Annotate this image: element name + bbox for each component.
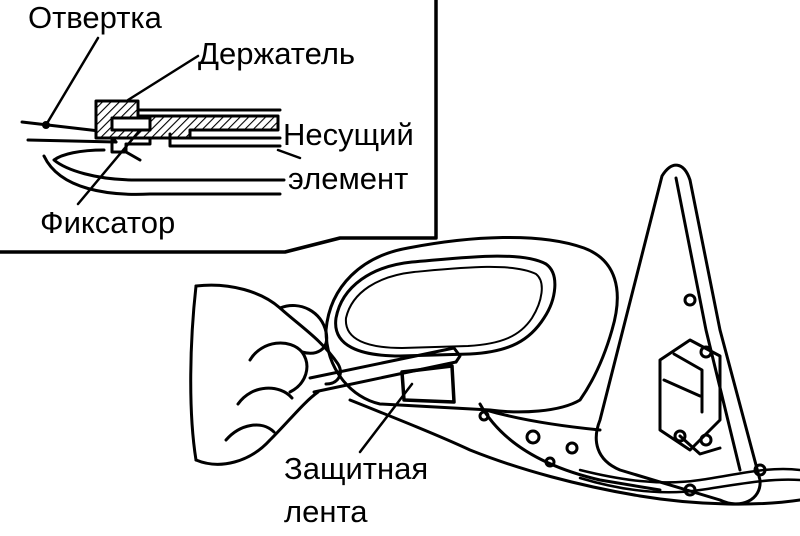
housing-section [42,148,286,196]
label-screwdriver: Отвертка [28,0,162,35]
carrier-leader [276,148,302,160]
label-holder: Держатель [198,36,356,71]
adjuster-mechanism [658,338,722,456]
mirror-assembly [189,163,800,506]
label-tape-line1: Защитная [284,451,429,486]
hand [189,283,342,466]
latch-leader [76,128,142,206]
screwdriver-leader [44,36,100,127]
mirror-housing [324,236,619,414]
door-mount [594,163,762,506]
inset-frame [0,0,438,254]
mirror-glass [334,254,557,358]
label-carrier-line2: элемент [288,161,409,196]
carrier-element [136,108,282,148]
protective-tape [400,364,456,404]
inset-detail [0,0,438,254]
holder-leader [126,54,200,102]
cable [578,467,800,484]
label-carrier-line1: Несущий [283,117,414,152]
label-latch: Фиксатор [40,205,176,240]
tape-leader [358,382,414,454]
holder-part [94,99,280,140]
label-tape-line2: лента [284,494,368,529]
